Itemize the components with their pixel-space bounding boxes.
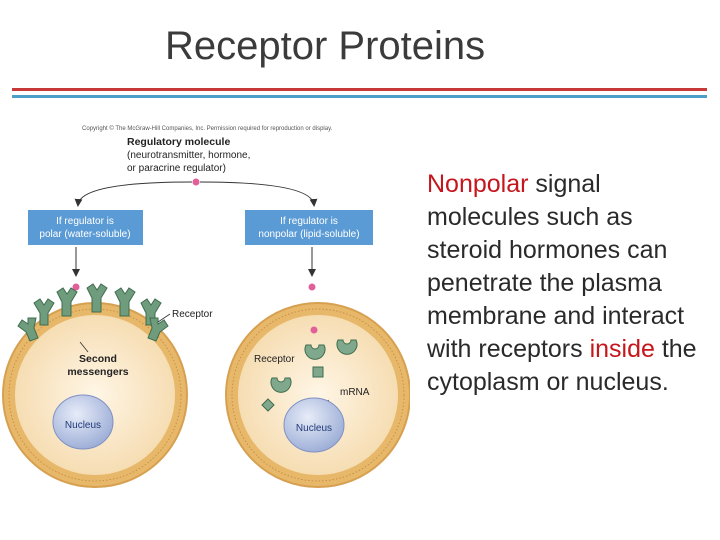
nonpolar-box-line2: nonpolar (lipid-soluble): [258, 229, 359, 240]
receptor-label-right: Receptor: [254, 354, 295, 365]
receptor-pointer-left: [157, 313, 171, 323]
title-underline-blue: [12, 95, 707, 98]
left-membrane-receptors: [17, 283, 169, 342]
receptor-label-left: Receptor: [172, 309, 213, 320]
right-signal-molecule-outside: [308, 283, 316, 291]
mrna-label: mRNA: [340, 387, 370, 398]
second-messenger-arrow: [79, 341, 89, 353]
regulatory-molecule-line2: (neurotransmitter, hormone,: [127, 150, 250, 161]
polar-regulator-box: [28, 210, 143, 245]
right-nucleus: [283, 397, 345, 453]
nucleus-label-left: Nucleus: [65, 420, 101, 431]
branch-arrow-right: [199, 181, 318, 207]
branch-arrow-left: [74, 181, 193, 207]
regulatory-molecule-title: Regulatory molecule: [127, 136, 230, 148]
right-cell-membrane-inner: [231, 308, 405, 482]
polar-box-line1: If regulator is: [56, 216, 114, 227]
nonpolar-box-line1: If regulator is: [280, 216, 338, 227]
copyright-text: Copyright © The McGraw-Hill Companies, I…: [82, 125, 333, 132]
nonpolar-regulator-box: [245, 210, 373, 245]
title-underline-red: [12, 88, 707, 91]
polar-box-line2: polar (water-soluble): [39, 229, 130, 240]
second-messengers-line1: Second: [79, 353, 117, 365]
left-signal-molecule: [72, 283, 80, 291]
inside-highlight: inside: [589, 335, 655, 363]
left-nucleus: [52, 394, 114, 450]
body-segment-2: signal molecules such as steroid hormone…: [427, 170, 685, 363]
right-signal-molecule-inside: [310, 326, 318, 334]
slide-body-text: Nonpolar signal molecules such as steroi…: [427, 168, 712, 399]
nucleus-label-right: Nucleus: [296, 423, 332, 434]
slide-title: Receptor Proteins: [165, 24, 486, 68]
body-segment-4: the cytoplasm or nucleus.: [427, 335, 697, 396]
nonpolar-highlight: Nonpolar: [427, 170, 529, 198]
regulatory-molecule-dot: [192, 178, 200, 186]
regulatory-molecule-line3: or paracrine regulator): [127, 163, 226, 174]
receptor-diagram: Copyright © The McGraw-Hill Companies, I…: [0, 110, 410, 510]
left-cell-cytoplasm: [15, 315, 175, 475]
second-messengers-line2: messengers: [67, 366, 128, 378]
right-cell-cytoplasm: [238, 315, 398, 475]
intracellular-receptors: [261, 339, 358, 412]
left-cell-membrane-inner: [8, 308, 182, 482]
